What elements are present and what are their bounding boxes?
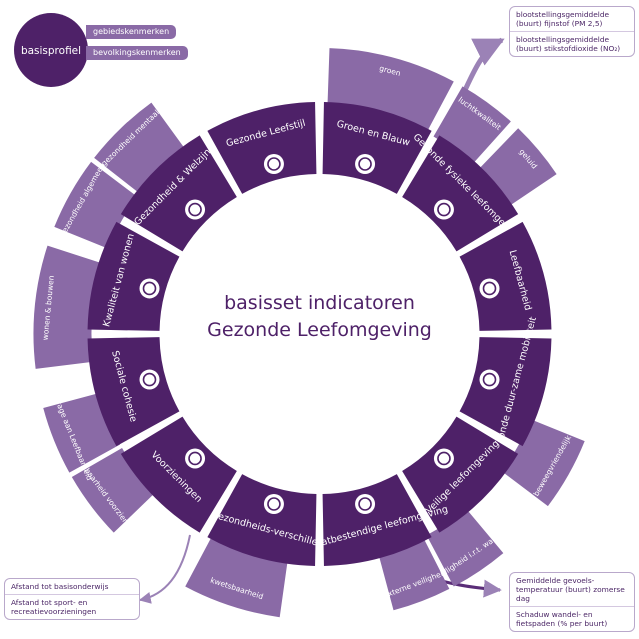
shop-icon <box>185 448 206 469</box>
callout-basisonderwijs: Afstand tot basisonderwijs <box>11 582 109 591</box>
connector-voorzieningen <box>138 534 191 604</box>
callout-schaduw: Schaduw wandel- en fietspaden (% per buu… <box>510 606 634 631</box>
callout-klimaat: Gemiddelde gevoels-temperatuur (buurt) z… <box>509 572 635 632</box>
subtheme-segment-bijdrage[interactable] <box>43 393 121 473</box>
camera-icon <box>433 448 454 469</box>
theme-segment-leefbaarheid[interactable] <box>459 221 552 331</box>
theme-segment-voorzieningen[interactable] <box>120 416 237 533</box>
theme-segment-klimaat[interactable] <box>322 474 432 566</box>
theme-segment-welzijn[interactable] <box>120 135 237 252</box>
theme-segment-mobiliteit[interactable] <box>459 337 552 447</box>
theme-icons <box>139 153 500 515</box>
pill-gebiedskenmerken[interactable]: gebiedskenmerken <box>86 25 177 39</box>
theme-segment-wonen[interactable] <box>87 221 180 331</box>
theme-segment-veilige[interactable] <box>402 416 519 533</box>
family-icon <box>263 153 284 174</box>
callout-gevoelstemperatuur: Gemiddelde gevoels-temperatuur (buurt) z… <box>516 576 625 603</box>
subtheme-segment-externe_veiligheid[interactable] <box>378 537 450 611</box>
hand-heart-icon <box>185 199 206 220</box>
theme-segment-cohesie[interactable] <box>87 337 180 447</box>
theme-segment-fysieke[interactable] <box>402 135 519 252</box>
callout-sport: Afstand tot sport- en recreatievoorzieni… <box>5 594 139 619</box>
houses-tree-icon <box>479 278 500 299</box>
tulip-icon <box>355 153 376 174</box>
theme-segment-groen_blauw[interactable] <box>322 102 432 194</box>
callout-voorzieningen: Afstand tot basisonderwijs Afstand tot s… <box>4 578 140 620</box>
people-icon <box>139 369 160 390</box>
basisprofiel-circle[interactable] <box>14 13 88 87</box>
subtheme-segment-gezondheid_mentaal[interactable] <box>94 102 186 194</box>
scales-icon <box>263 494 284 515</box>
airplane-icon <box>433 199 454 220</box>
subtheme-segment-groen[interactable] <box>327 48 454 133</box>
thermometer-globe-icon <box>355 494 376 515</box>
theme-segment-verschillen[interactable] <box>207 474 317 566</box>
bicycle-icon <box>479 369 500 390</box>
subtheme-segment-wonen_bouwen[interactable] <box>33 245 103 369</box>
theme-segment-leefstijl[interactable] <box>207 102 317 194</box>
pill-bevolkingskenmerken[interactable]: bevolkingskenmerken <box>86 46 188 60</box>
basisprofiel-label: basisprofiel <box>21 45 81 57</box>
callout-stikstofdioxide: blootstellingsgemiddelde (buurt) stiksto… <box>510 31 634 56</box>
callout-fijnstof: blootstellingsgemiddelde (buurt) fijnsto… <box>516 10 610 28</box>
apartment-icon <box>139 278 160 299</box>
center-title-line2: Gezonde Leefomgeving <box>207 319 432 341</box>
callout-luchtkwaliteit: blootstellingsgemiddelde (buurt) fijnsto… <box>509 6 635 57</box>
center-title-line1: basisset indicatoren <box>224 292 415 314</box>
